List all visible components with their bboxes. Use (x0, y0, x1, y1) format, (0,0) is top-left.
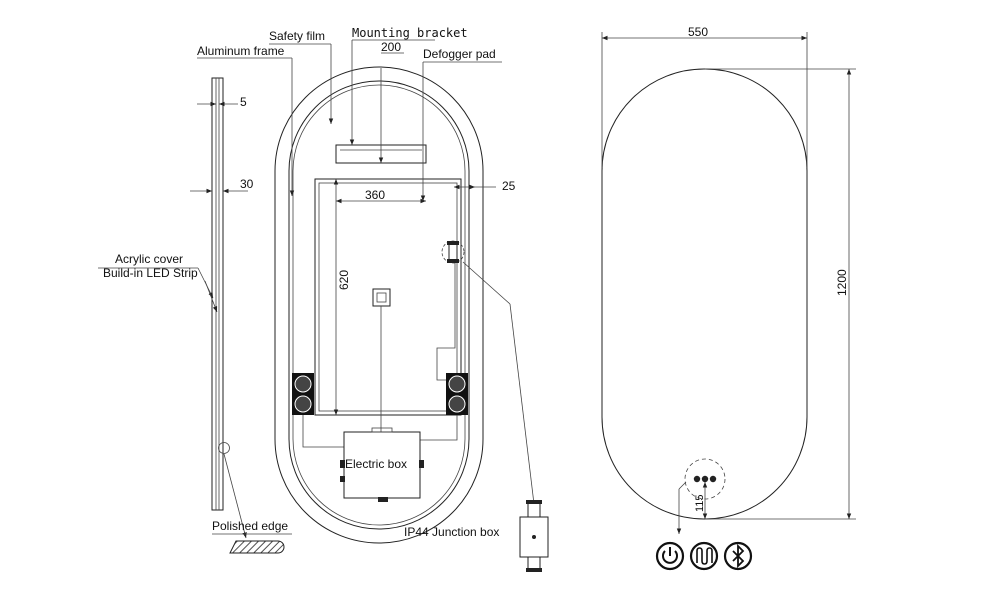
mounting-bracket-label: Mounting bracket (352, 26, 468, 40)
acrylic-cover-label: Acrylic cover (115, 252, 183, 266)
front-view: 550 1200 115 (601, 25, 856, 571)
safety-film-label: Safety film (269, 29, 325, 43)
polished-edge-detail (229, 540, 285, 554)
dimension-200-label: 200 (381, 40, 401, 54)
dimension-550: 550 (601, 25, 808, 168)
dimension-360: 360 (336, 188, 426, 204)
dimension-115: 115 (694, 482, 708, 519)
dimension-620: 620 (333, 179, 351, 415)
dimension-30: 30 (190, 177, 254, 194)
dimension-5: 5 (197, 95, 247, 109)
defogger-pad (314, 178, 462, 416)
mirror-front-outline (601, 68, 808, 520)
dimension-200: 200 (378, 40, 404, 163)
defogger-pad-label: Defogger pad (423, 47, 496, 61)
dimension-115-label: 115 (694, 494, 706, 512)
polished-edge-label: Polished edge (212, 519, 288, 533)
polished-edge-callout (218, 442, 230, 454)
dimension-360-label: 360 (365, 188, 385, 202)
mirror-outer-outline (274, 66, 484, 544)
aluminum-frame-label: Aluminum frame (197, 44, 285, 58)
dimension-25: 25 (454, 179, 516, 193)
dimension-620-label: 620 (337, 270, 351, 290)
dimension-1200-label: 1200 (835, 269, 849, 296)
dimension-1200: 1200 (705, 68, 856, 520)
ip44-junction-box (519, 500, 549, 572)
led-strip-label: Build-in LED Strip (103, 266, 198, 280)
led-driver-left (292, 373, 314, 415)
defogger-icon (689, 541, 719, 571)
sensor-module (372, 288, 391, 307)
mirror-side-profile (211, 77, 224, 511)
dimension-5-label: 5 (240, 95, 247, 109)
junction-box-label: IP44 Junction box (404, 525, 499, 539)
power-icon (655, 541, 685, 571)
dimension-25-label: 25 (502, 179, 516, 193)
electric-box-label: Electric box (345, 457, 407, 471)
touch-sensor-buttons (693, 475, 717, 483)
electric-box: Electric box (340, 427, 424, 502)
led-driver-right (446, 373, 468, 415)
side-view: 5 30 Acrylic cover Build-in LED Strip Po… (98, 77, 292, 554)
bluetooth-icon (723, 541, 753, 571)
back-view: Electric box 360 620 25 200 Safety film … (197, 26, 549, 572)
dimension-30-label: 30 (240, 177, 254, 191)
mirror-inner-outline (288, 80, 470, 530)
dimension-550-label: 550 (688, 25, 708, 39)
